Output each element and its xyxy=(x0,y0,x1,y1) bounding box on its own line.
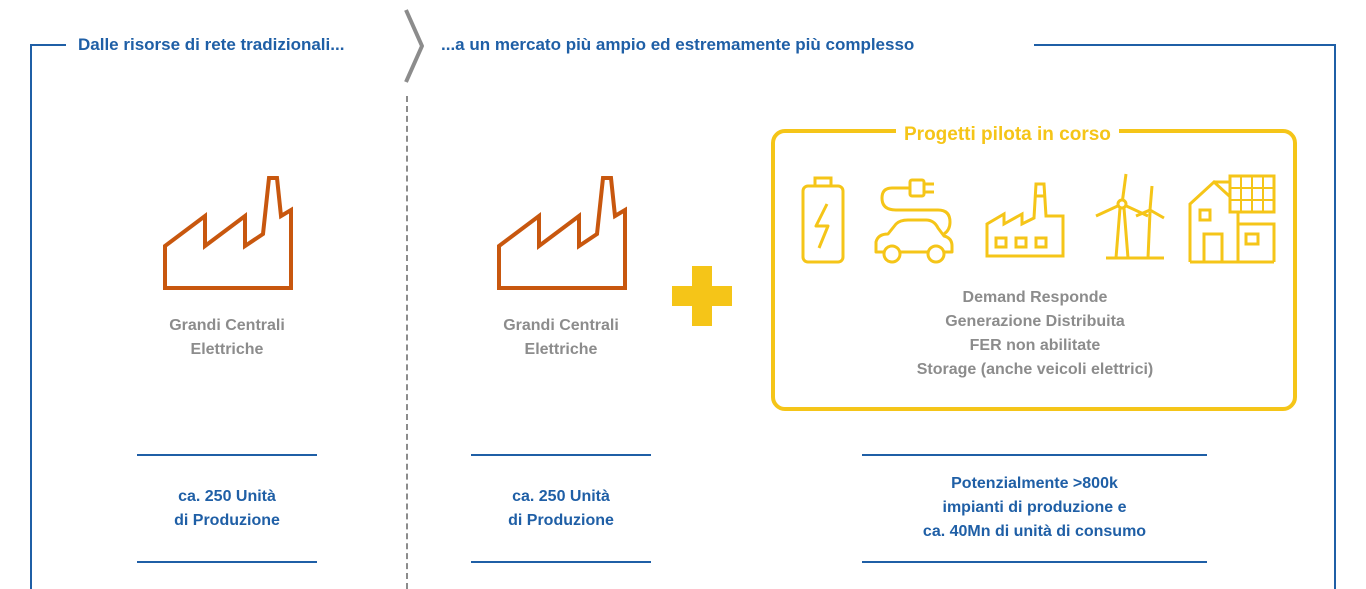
factory-icon xyxy=(497,176,627,290)
frame-left-line xyxy=(30,44,32,589)
left-top-rule xyxy=(137,454,317,456)
left-units-label: ca. 250 Unità di Produzione xyxy=(127,485,327,533)
pilot-item: Generazione Distribuita xyxy=(945,313,1125,330)
left-bottom-rule xyxy=(137,561,317,563)
frame-top-left-line xyxy=(30,44,66,46)
right-asset-label-line1: Grandi Centrali xyxy=(503,317,619,334)
pilot-projects-list: Demand Responde Generazione Distribuita … xyxy=(790,286,1280,382)
potential-label: Potenzialmente >800k impianti di produzi… xyxy=(842,472,1227,544)
pilot-item: Storage (anche veicoli elettrici) xyxy=(916,361,1154,378)
potential-line2: impianti di produzione e xyxy=(942,499,1127,516)
potential-bottom-rule xyxy=(862,561,1207,563)
left-units-line1: ca. 250 Unità xyxy=(178,488,276,505)
plus-icon xyxy=(672,266,732,326)
potential-line3: ca. 40Mn di unità di consumo xyxy=(922,523,1147,540)
pilot-projects-title: Progetti pilota in corso xyxy=(896,122,1119,148)
section-divider xyxy=(406,96,408,589)
frame-right-line xyxy=(1334,44,1336,589)
potential-top-rule xyxy=(862,454,1207,456)
battery-icon xyxy=(801,176,845,264)
wind-turbine-icon xyxy=(1095,173,1165,260)
right-units-line1: ca. 250 Unità xyxy=(512,488,610,505)
chevron-right-icon xyxy=(404,9,424,83)
header-right-title: ...a un mercato più ampio ed estremament… xyxy=(441,35,915,54)
left-asset-label-line1: Grandi Centrali xyxy=(169,317,285,334)
factory-icon xyxy=(163,176,293,290)
right-top-rule xyxy=(471,454,651,456)
header-left-title: Dalle risorse di rete tradizionali... xyxy=(78,35,345,54)
solar-house-icon xyxy=(1188,174,1276,264)
right-asset-label: Grandi Centrali Elettriche xyxy=(461,314,661,362)
left-asset-label: Grandi Centrali Elettriche xyxy=(127,314,327,362)
right-units-label: ca. 250 Unità di Produzione xyxy=(461,485,661,533)
electric-car-icon xyxy=(874,178,954,264)
pilot-item: FER non abilitate xyxy=(969,337,1101,354)
left-asset-label-line2: Elettriche xyxy=(190,341,264,358)
right-units-line2: di Produzione xyxy=(508,512,614,529)
frame-top-right-line xyxy=(1034,44,1336,46)
left-units-line2: di Produzione xyxy=(174,512,280,529)
right-bottom-rule xyxy=(471,561,651,563)
factory-icon xyxy=(985,182,1065,258)
potential-line1: Potenzialmente >800k xyxy=(951,475,1118,492)
pilot-item: Demand Responde xyxy=(962,289,1108,306)
right-asset-label-line2: Elettriche xyxy=(524,341,598,358)
